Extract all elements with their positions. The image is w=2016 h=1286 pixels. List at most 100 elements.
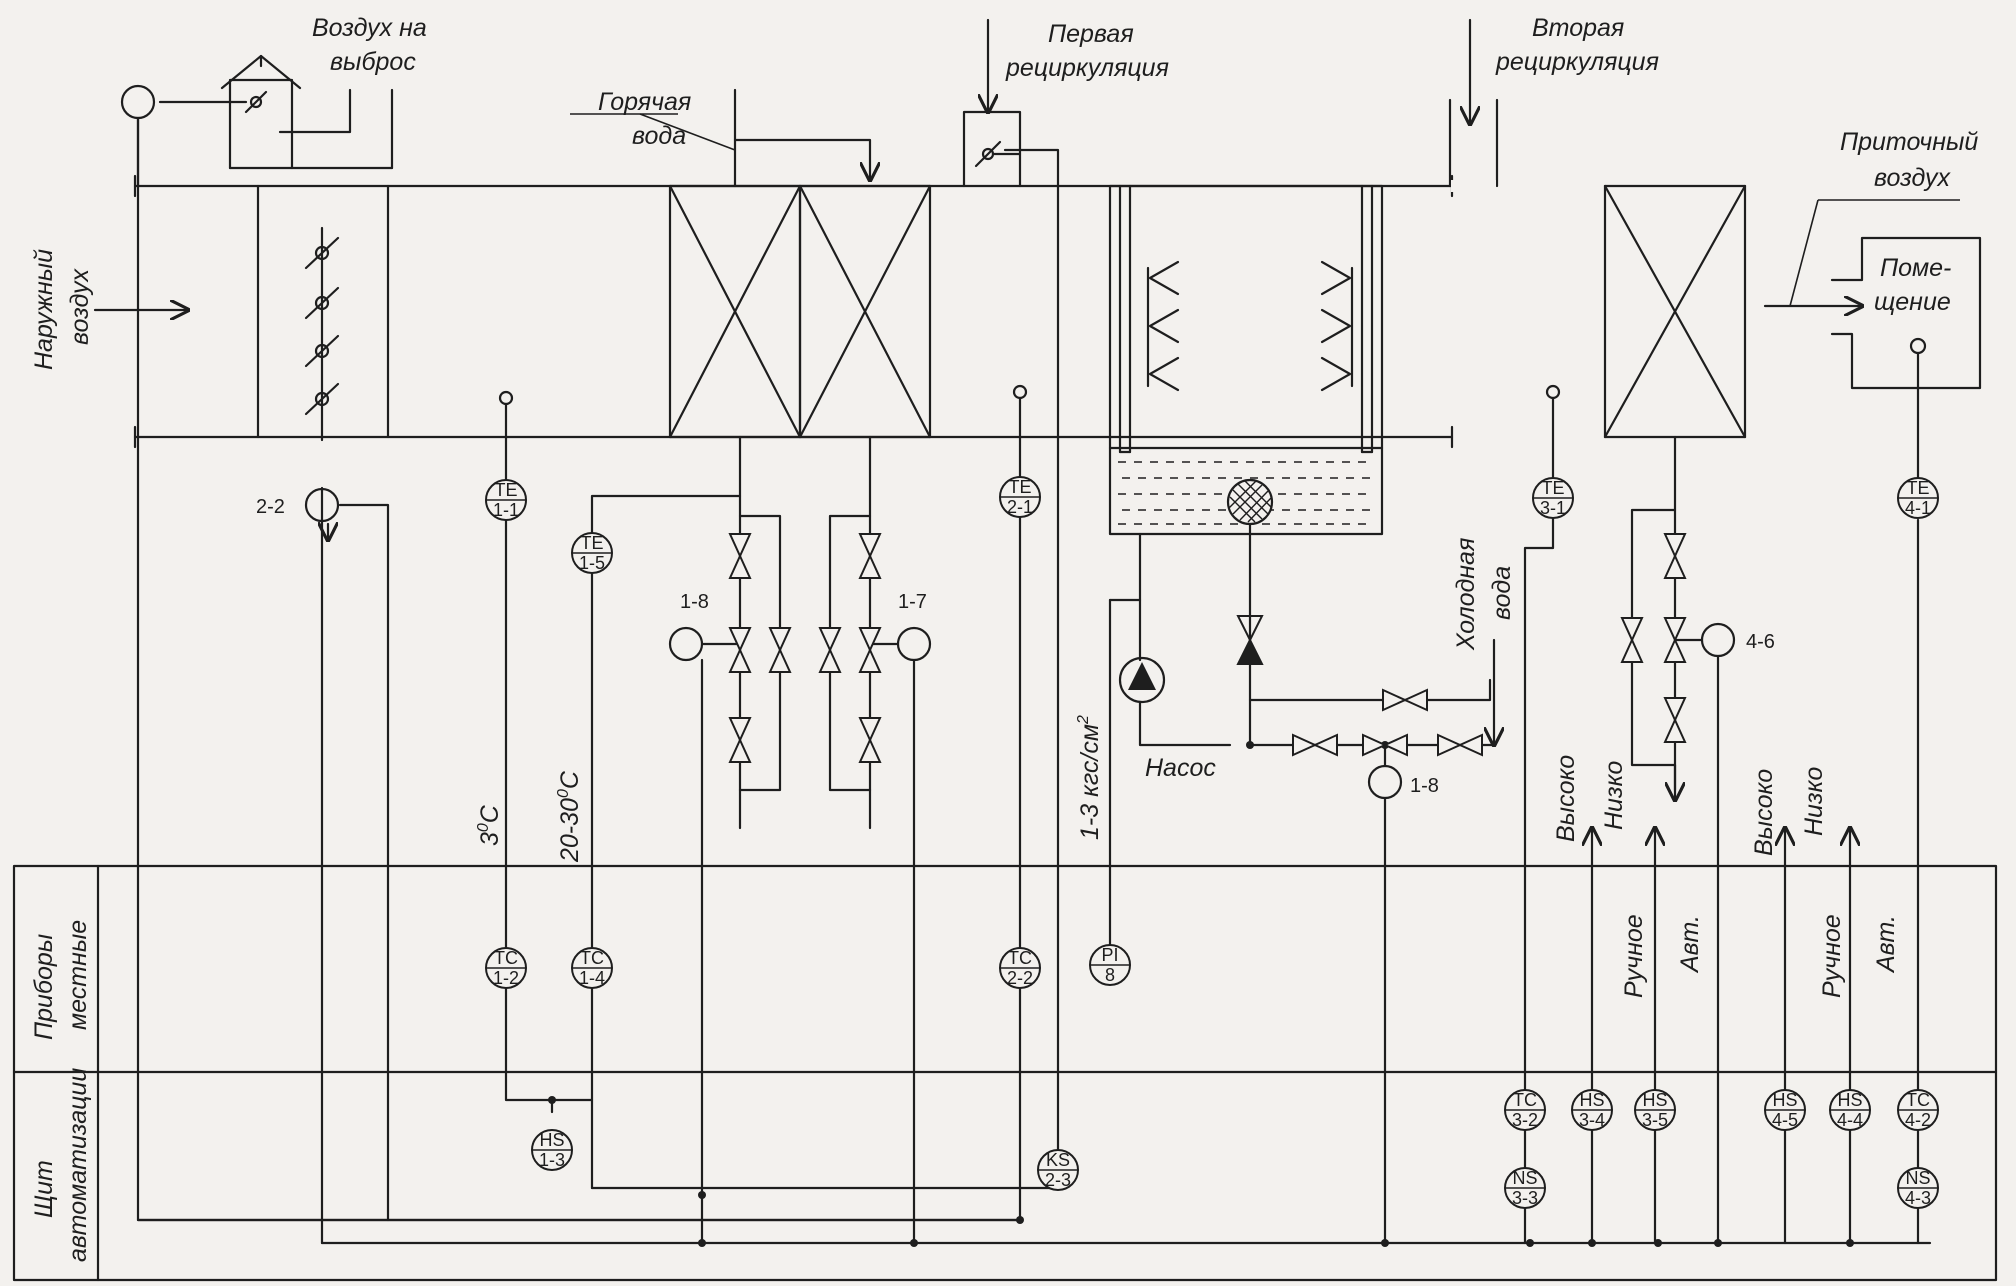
instrument-tc14: TC1-4 bbox=[571, 947, 613, 989]
device-label-4-6: 4-6 bbox=[1746, 631, 1775, 653]
instrument-number: 1-4 bbox=[579, 968, 605, 988]
instrument-ns43: NS4-3 bbox=[1897, 1167, 1939, 1209]
label-panel-shield-1: Щит bbox=[30, 1160, 58, 1218]
instrument-code: HS bbox=[1579, 1090, 1604, 1110]
valve-icon bbox=[1620, 617, 1644, 663]
label-outdoor-1: Наружный bbox=[30, 249, 58, 370]
instrument-code: NS bbox=[1905, 1168, 1930, 1188]
label-panel-local-1: Приборы bbox=[30, 934, 58, 1040]
instrument-code: TE bbox=[1906, 478, 1929, 498]
spray-chamber bbox=[1108, 184, 1384, 536]
instrument-code: TE bbox=[1008, 477, 1031, 497]
device-label-1-8-b: 1-8 bbox=[1410, 775, 1439, 797]
label-cold-1: Холодная bbox=[1452, 538, 1480, 651]
instrument-pi8: PI8 bbox=[1089, 944, 1131, 986]
instrument-code: HS bbox=[1642, 1090, 1667, 1110]
valve-icon bbox=[1382, 688, 1428, 712]
valve-icon bbox=[1663, 697, 1687, 743]
air-heater bbox=[668, 184, 932, 439]
label-pressure: 1-3 кгс/см2 bbox=[1075, 715, 1104, 840]
instrument-number: 1-1 bbox=[493, 500, 519, 520]
label-low-b: Низко bbox=[1800, 767, 1828, 836]
instrument-number: 3-2 bbox=[1512, 1110, 1538, 1130]
valve-icon bbox=[1663, 617, 1687, 663]
valve-icon bbox=[1362, 733, 1408, 757]
pump-circuit bbox=[1108, 522, 1494, 1245]
label-panel-local-2: местные bbox=[64, 920, 92, 1030]
valve-icon bbox=[728, 717, 752, 763]
label-cold-2: вода bbox=[1488, 566, 1516, 620]
valve-icon bbox=[1663, 533, 1687, 579]
instrument-hs44: HS4-4 bbox=[1829, 1089, 1871, 1131]
label-room-2: щение bbox=[1874, 288, 1951, 316]
valve-icon bbox=[858, 717, 882, 763]
instrument-code: TE bbox=[580, 533, 603, 553]
instrument-number: 8 bbox=[1105, 965, 1115, 985]
label-recirc1-2: рециркуляция bbox=[1005, 54, 1169, 82]
instrument-code: TC bbox=[1513, 1090, 1537, 1110]
supply-room bbox=[1763, 199, 1982, 482]
instrument-number: 4-5 bbox=[1772, 1110, 1798, 1130]
damper-actuator-2-2 bbox=[304, 487, 340, 523]
valve-icon bbox=[818, 627, 842, 673]
instrument-number: 4-1 bbox=[1905, 498, 1931, 518]
labels: Воздух на выброс Наружный воздух Горячая… bbox=[30, 14, 1978, 1262]
label-high-a: Высоко bbox=[1552, 755, 1580, 842]
instrument-number: 1-2 bbox=[493, 968, 519, 988]
label-low-a: Низко bbox=[1600, 761, 1628, 830]
device-label-1-8: 1-8 bbox=[680, 591, 709, 613]
valve-icon bbox=[728, 627, 752, 673]
instrument-code: TC bbox=[580, 948, 604, 968]
instrument-number: 1-3 bbox=[539, 1150, 565, 1170]
instrument-tc32: TC3-2 bbox=[1504, 1089, 1546, 1131]
label-temp-20-30: 20-300C bbox=[555, 770, 584, 863]
valves bbox=[728, 533, 1687, 763]
label-manual-a: Ручное bbox=[1620, 914, 1648, 998]
valve-actuator-1-8-b bbox=[1367, 764, 1403, 800]
instrument-code: TE bbox=[1541, 478, 1564, 498]
instrument-code: HS bbox=[1837, 1090, 1862, 1110]
instrument-code: HS bbox=[539, 1130, 564, 1150]
label-supply-2: воздух bbox=[1874, 164, 1952, 192]
label-hot-water-2: вода bbox=[632, 122, 686, 150]
instrument-te21: TE2-1 bbox=[999, 476, 1041, 518]
label-panel-shield-2: автоматизации bbox=[64, 1068, 92, 1262]
instrument-tc12: TC1-2 bbox=[485, 947, 527, 989]
instrument-bubbles: TE1-1TE1-5TE2-1TE3-1TE4-1TC1-2TC1-4TC2-2… bbox=[485, 476, 1939, 1209]
label-auto-b: Авт. bbox=[1872, 915, 1900, 974]
instrument-code: TC bbox=[1906, 1090, 1930, 1110]
valve-actuator-4-6 bbox=[1700, 622, 1736, 658]
valve-icon bbox=[858, 533, 882, 579]
instrument-number: 3-5 bbox=[1642, 1110, 1668, 1130]
instrument-te15: TE1-5 bbox=[571, 532, 613, 574]
valve-icon bbox=[1292, 733, 1338, 757]
label-high-b: Высоко bbox=[1750, 769, 1778, 856]
label-recirc2-1: Вторая bbox=[1532, 14, 1624, 42]
instrument-code: HS bbox=[1772, 1090, 1797, 1110]
valve-actuator-1-8 bbox=[668, 626, 704, 662]
label-temp-3: 30C bbox=[475, 804, 504, 846]
valve-icon bbox=[728, 533, 752, 579]
instrument-ns33: NS3-3 bbox=[1504, 1167, 1546, 1209]
instrument-number: 1-5 bbox=[579, 553, 605, 573]
signal-lines bbox=[136, 116, 1932, 1247]
instrument-code: KS bbox=[1046, 1150, 1070, 1170]
label-hot-water-1: Горячая bbox=[598, 88, 691, 116]
instrument-code: PI bbox=[1101, 945, 1118, 965]
instrument-number: 2-1 bbox=[1007, 497, 1033, 517]
valve-icon bbox=[1437, 733, 1483, 757]
exhaust-hood bbox=[120, 54, 394, 188]
panel-frame bbox=[12, 864, 1998, 1282]
valve-actuator-1-7 bbox=[896, 626, 932, 662]
instrument-number: 3-4 bbox=[1579, 1110, 1605, 1130]
second-air-heater bbox=[1603, 184, 1747, 439]
instrument-ks23: KS2-3 bbox=[1037, 1149, 1079, 1191]
instrument-number: 4-2 bbox=[1905, 1110, 1931, 1130]
first-recirculation bbox=[962, 18, 1060, 1152]
instrument-hs35: HS3-5 bbox=[1634, 1089, 1676, 1131]
air-duct bbox=[133, 98, 1499, 449]
hot-water-line bbox=[570, 88, 870, 188]
label-recirc2-2: рециркуляция bbox=[1495, 48, 1659, 76]
instrument-code: TE bbox=[494, 480, 517, 500]
instrument-te41: TE4-1 bbox=[1897, 477, 1939, 519]
